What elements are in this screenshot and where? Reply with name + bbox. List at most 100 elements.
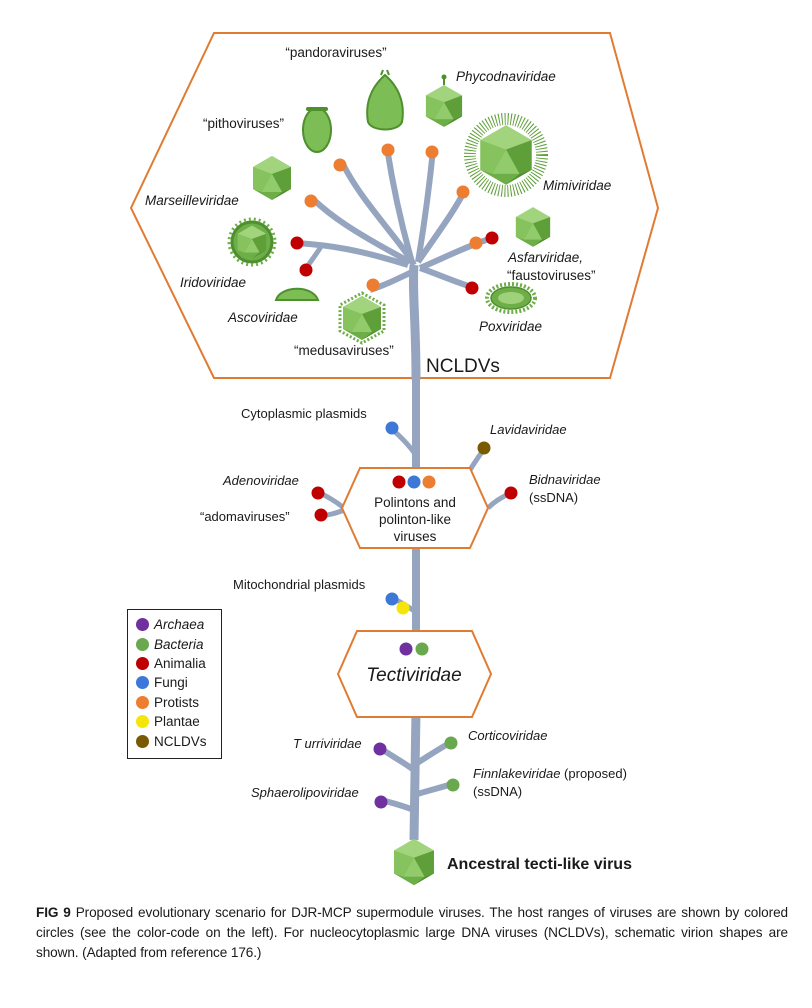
label-poxviridae: Poxviridae xyxy=(479,319,542,334)
label-phycodnaviridae: Phycodnaviridae xyxy=(456,69,556,84)
label-turriviridae: T urriviridae xyxy=(293,736,362,751)
figure-caption: FIG 9 Proposed evolutionary scenario for… xyxy=(36,903,788,963)
label-corticoviridae: Corticoviridae xyxy=(468,728,547,743)
host-dot-mitochondrial-plasmids-fungi xyxy=(385,592,399,606)
host-dot-lavidaviridae-nclvds xyxy=(477,441,491,455)
host-dot-mimiviridae xyxy=(456,185,470,199)
legend-label: Plantae xyxy=(154,714,200,730)
host-dots-polinton-branches xyxy=(311,421,518,615)
caption-label: FIG 9 xyxy=(36,905,71,920)
label-ncldvs-group: NCLDVs xyxy=(426,356,500,377)
virion-phycodnavirus xyxy=(425,74,463,127)
virion-poxvirus xyxy=(485,282,537,314)
label-cytoplasmic-plasmids: Cytoplasmic plasmids xyxy=(241,406,367,421)
svg-text:viruses: viruses xyxy=(394,529,437,544)
legend-item-animalia: Animalia xyxy=(136,654,221,673)
legend-item-nclvds: NCLDVs xyxy=(136,731,221,750)
label-adenoviridae: Adenoviridae xyxy=(222,473,299,488)
host-dot-adomaviruses-animalia xyxy=(314,508,328,522)
legend-label: NCLDVs xyxy=(154,733,207,749)
label-pithoviruses: “pithoviruses” xyxy=(203,116,284,131)
legend-label: Protists xyxy=(154,694,200,710)
polintons-hexagon xyxy=(340,467,490,549)
ncldv-hexagon xyxy=(129,32,660,379)
host-dot-ascoviridae xyxy=(299,263,313,277)
label-finnlakeviridae-ssdna: (ssDNA) xyxy=(473,784,522,799)
host-dot-polintons-animalia xyxy=(392,475,406,489)
label-sphaerolipoviridae: Sphaerolipoviridae xyxy=(251,785,359,800)
label-ancestral-virus: Ancestral tecti-like virus xyxy=(447,856,632,873)
host-dot-iridoviridae xyxy=(290,236,304,250)
virion-medusavirus xyxy=(338,291,386,345)
tecti-branch-labels: T urriviridae Corticoviridae Finnlakevir… xyxy=(251,728,627,800)
host-dot-adenoviridae-animalia xyxy=(311,486,325,500)
legend-label: Archaea xyxy=(154,617,205,633)
label-pandoraviruses: “pandoraviruses” xyxy=(285,45,386,60)
svg-text:Polintons and: Polintons and xyxy=(374,495,456,510)
label-marseilleviridae: Marseilleviridae xyxy=(145,193,239,208)
virion-asfarvirus xyxy=(515,207,551,247)
polintons-label: Polintons and polinton-like viruses xyxy=(374,495,456,544)
host-dot-turriviridae-archaea xyxy=(373,742,387,756)
legend-swatch xyxy=(136,656,149,670)
label-medusaviruses: “medusaviruses” xyxy=(294,343,394,358)
label-ascoviridae: Ascoviridae xyxy=(227,310,298,325)
host-dot-mitochondrial-plasmids-plantae xyxy=(396,601,410,615)
legend-label: Animalia xyxy=(154,655,206,671)
legend-swatch xyxy=(136,715,149,729)
host-dot-pithoviruses xyxy=(333,158,347,172)
virion-marseillevirus xyxy=(253,156,291,200)
host-dot-asfarviridae-protists xyxy=(469,236,483,250)
legend-item-plantae: Plantae xyxy=(136,712,221,731)
host-dot-polintons-protists xyxy=(422,475,436,489)
legend-item-bacteria: Bacteria xyxy=(136,634,221,653)
virion-ascovirus xyxy=(274,287,320,301)
legend-swatch xyxy=(136,618,149,632)
virion-iridovirus xyxy=(227,217,277,267)
legend-item-archaea: Archaea xyxy=(136,615,221,634)
evolution-diagram: “pandoraviruses” Phycodnaviridae “pithov… xyxy=(129,32,660,886)
legend-swatch xyxy=(136,676,149,690)
label-finnlakeviridae: Finnlakeviridae (proposed) xyxy=(473,766,627,781)
legend-item-protists: Protists xyxy=(136,693,221,712)
tectiviridae-hexagon xyxy=(336,630,493,718)
legend-swatch xyxy=(136,637,149,651)
label-tectiviridae: Tectiviridae xyxy=(366,665,461,686)
virion-ancestral xyxy=(394,838,434,886)
label-mitochondrial-plasmids: Mitochondrial plasmids xyxy=(233,577,366,592)
host-dot-bidnaviridae-animalia xyxy=(504,486,518,500)
legend-label: Fungi xyxy=(154,675,188,691)
label-bidnaviridae-ssdna: (ssDNA) xyxy=(529,490,578,505)
legend-item-fungi: Fungi xyxy=(136,673,221,692)
label-asfarviridae: Asfarviridae, xyxy=(507,250,583,265)
polintons-host-dots xyxy=(392,475,436,489)
label-mimiviridae: Mimiviridae xyxy=(543,178,611,193)
label-bidnaviridae: Bidnaviridae xyxy=(529,472,601,487)
svg-text:polinton-like: polinton-like xyxy=(379,512,451,527)
host-dots-tecti-branches xyxy=(373,736,460,809)
host-dot-poxviridae xyxy=(465,281,479,295)
label-adomaviruses: “adomaviruses” xyxy=(200,509,290,524)
host-dot-medusaviruses xyxy=(366,278,380,292)
host-dot-tectiviridae-bacteria xyxy=(415,642,429,656)
polinton-branch-labels: Cytoplasmic plasmids Lavidaviridae Adeno… xyxy=(200,406,601,592)
host-dot-pandoraviruses xyxy=(381,143,395,157)
host-dot-finnlakeviridae-bacteria xyxy=(446,778,460,792)
host-dot-cytoplasmic-plasmids-fungi xyxy=(385,421,399,435)
virion-pandoravirus xyxy=(366,69,404,131)
caption-text: Proposed evolutionary scenario for DJR-M… xyxy=(36,905,788,960)
host-dot-tectiviridae-archaea xyxy=(399,642,413,656)
host-dot-polintons-fungi xyxy=(407,475,421,489)
host-dot-asfarviridae-animalia xyxy=(485,231,499,245)
ncldv-labels: “pandoraviruses” Phycodnaviridae “pithov… xyxy=(145,45,611,377)
label-iridoviridae: Iridoviridae xyxy=(180,275,246,290)
host-dot-corticoviridae-bacteria xyxy=(444,736,458,750)
legend-label: Bacteria xyxy=(154,636,204,652)
virion-mimivirus xyxy=(464,113,548,197)
host-dot-marseilleviridae xyxy=(304,194,318,208)
label-lavidaviridae: Lavidaviridae xyxy=(490,422,567,437)
legend-swatch xyxy=(136,695,149,709)
virion-pithovirus xyxy=(302,107,332,153)
tectiviridae-host-dots xyxy=(399,642,429,656)
